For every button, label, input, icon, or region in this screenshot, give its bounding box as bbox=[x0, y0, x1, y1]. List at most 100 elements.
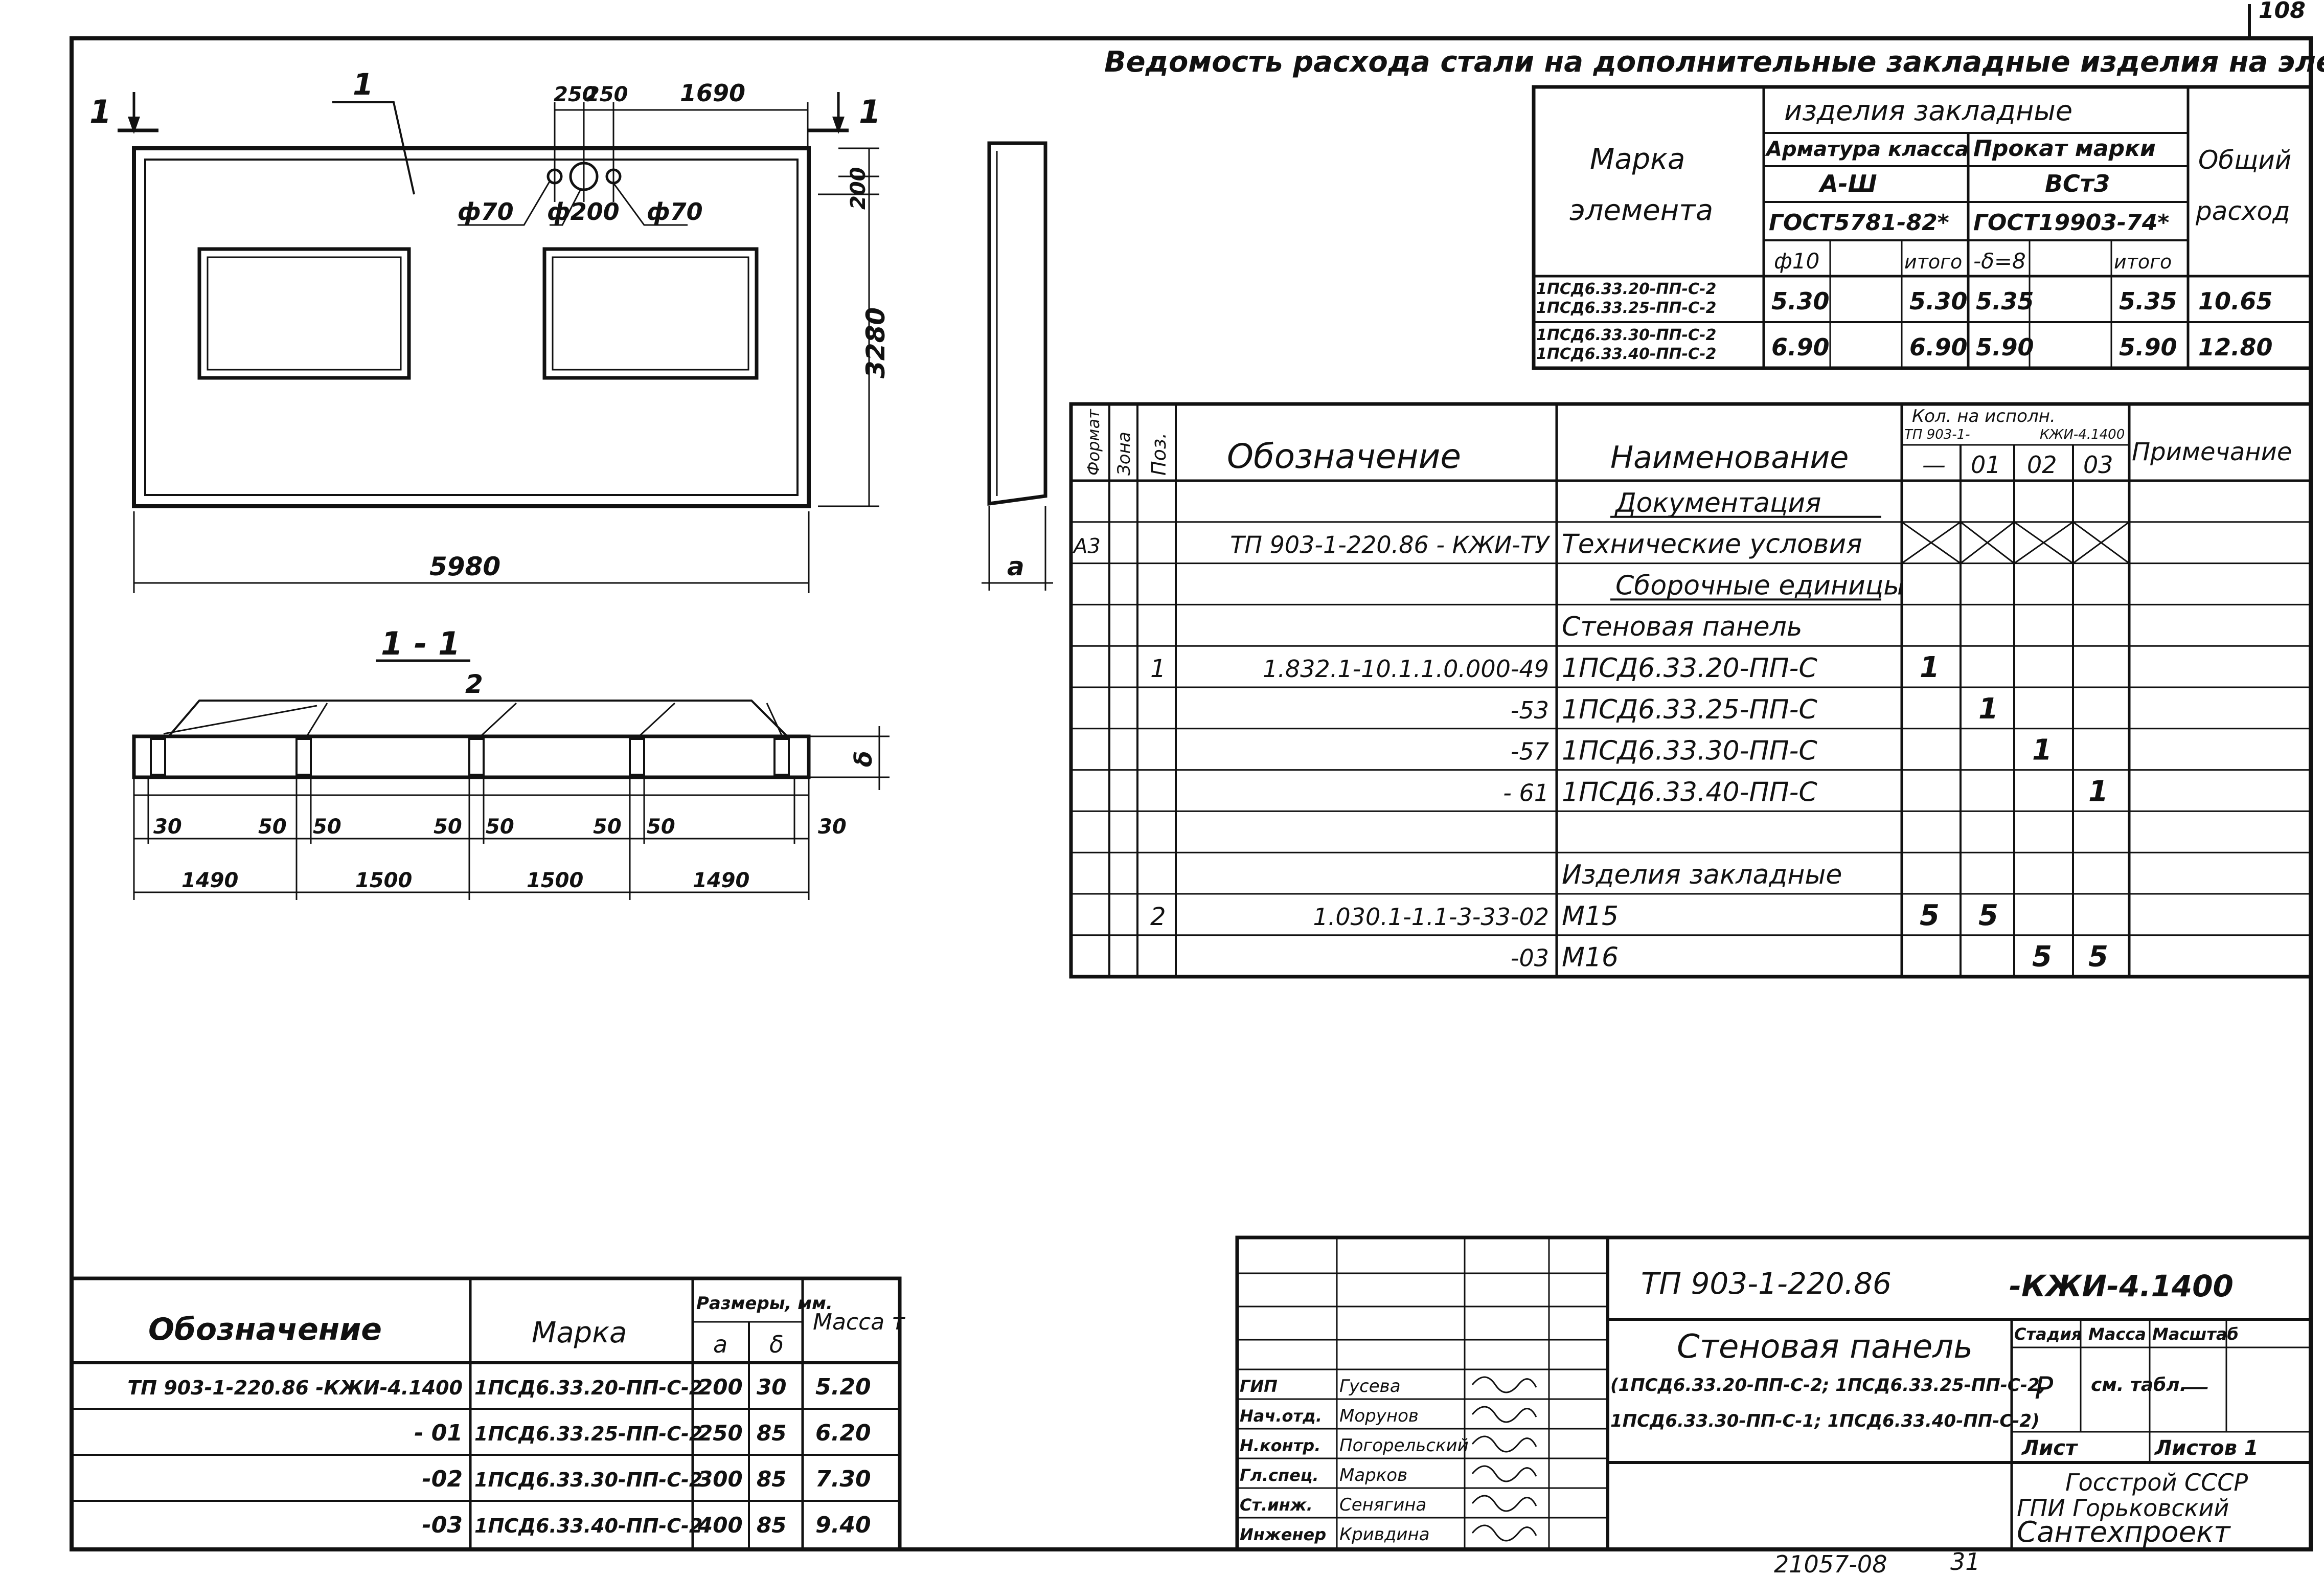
steel-row1-plate-total: 5.35 bbox=[2119, 287, 2177, 315]
steel-row2-mark-a: 1ПСД6.33.30-ПП-С-2 bbox=[1536, 326, 1716, 344]
spec-row-name: 1ПСД6.33.30-ПП-С bbox=[1562, 736, 1817, 767]
steel-rebar-class: А-Ш bbox=[1818, 170, 1877, 197]
staff-name: Сенягина bbox=[1339, 1495, 1426, 1515]
footer-code: 21057-08 bbox=[1774, 1550, 1887, 1576]
spec-header-qty-right: КЖИ-4.1400 bbox=[2040, 427, 2125, 442]
title-doc-number: ТП 903-1-220.86 bbox=[1641, 1266, 1892, 1301]
panel-side-view: а bbox=[982, 141, 1053, 591]
variants-header-mark: Марка bbox=[532, 1316, 627, 1349]
title-org-3: Сантехпроект bbox=[2017, 1516, 2231, 1549]
spec-header-zone: Зона bbox=[1114, 432, 1134, 476]
steel-mark-header-1: Марка bbox=[1590, 143, 1685, 176]
spec-header-pos: Поз. bbox=[1148, 433, 1170, 476]
steel-col-plate-total: итого bbox=[2114, 251, 2172, 273]
variant-mass: 9.40 bbox=[815, 1512, 871, 1538]
spec-cross-mark bbox=[2072, 521, 2130, 564]
staff-signature bbox=[1471, 1406, 1537, 1423]
bottom-dim-30-right: 30 bbox=[818, 815, 847, 839]
section-title: 1 - 1 bbox=[381, 625, 460, 662]
spec-cross-mark bbox=[1901, 521, 1961, 564]
steel-total-header-1: Общий bbox=[2198, 145, 2291, 175]
steel-row2-rebar-total: 6.90 bbox=[1909, 333, 1968, 361]
steel-col-delta: -δ=8 bbox=[1973, 249, 2026, 274]
spec-row-name: Технические условия bbox=[1562, 529, 1862, 560]
variant-d: 85 bbox=[757, 1421, 786, 1446]
hole-label-200: ф200 bbox=[547, 198, 620, 226]
staff-signature bbox=[1471, 1435, 1537, 1453]
steel-row2-phi10: 6.90 bbox=[1771, 333, 1830, 361]
steel-row1-rebar-total: 5.30 bbox=[1909, 287, 1968, 315]
title-mass: см. табл. bbox=[2091, 1375, 2186, 1395]
bottom-dim-30-left: 30 bbox=[153, 815, 182, 839]
variant-a: 300 bbox=[698, 1467, 743, 1492]
steel-consumption-table bbox=[1532, 85, 2313, 370]
spec-row-designation: 1.030.1-1.1-3-33-02 bbox=[1313, 903, 1549, 931]
variant-d: 85 bbox=[757, 1467, 786, 1492]
spec-header-col-02: 02 bbox=[2027, 451, 2057, 479]
hole-label-70b: ф70 bbox=[647, 198, 703, 226]
spec-row-name: Изделия закладные bbox=[1562, 860, 1842, 890]
staff-role: Нач.отд. bbox=[1240, 1406, 1322, 1426]
steel-total-header-2: расход bbox=[2195, 196, 2290, 226]
spec-row-designation: - 61 bbox=[1503, 779, 1549, 806]
dim-200-vertical: 200 bbox=[847, 167, 870, 210]
section-mark-left: 1 bbox=[89, 93, 111, 130]
window-opening-right bbox=[542, 247, 759, 380]
spec-row-designation: 1.832.1-10.1.1.0.000-49 bbox=[1263, 655, 1549, 683]
steel-row1-total: 10.65 bbox=[2198, 287, 2273, 315]
variant-designation: -03 bbox=[422, 1512, 463, 1538]
section-1-1: 1 - 1 2 δ 30 50 50 50 bbox=[132, 625, 890, 900]
side-dim-a: а bbox=[1007, 552, 1024, 581]
staff-signature bbox=[1471, 1376, 1537, 1393]
variant-mark: 1ПСД6.33.20-ПП-С-2 bbox=[474, 1377, 702, 1399]
bottom-span-3: 1500 bbox=[527, 869, 583, 892]
steel-rebar-gost: ГОСТ5781-82* bbox=[1769, 210, 1949, 236]
staff-signature bbox=[1471, 1465, 1537, 1482]
title-h-scale: Масштаб bbox=[2152, 1324, 2239, 1344]
steel-row2-total: 12.80 bbox=[2198, 333, 2273, 361]
bottom-dim-50-6: 50 bbox=[647, 815, 675, 839]
staff-signature bbox=[1471, 1524, 1537, 1542]
spec-row-designation: ТП 903-1-220.86 - КЖИ-ТУ bbox=[1230, 531, 1551, 559]
title-sheets: Листов 1 bbox=[2154, 1436, 2259, 1460]
steel-row2-plate-total: 5.90 bbox=[2119, 333, 2177, 361]
steel-row1-mark-b: 1ПСД6.33.25-ПП-С-2 bbox=[1536, 299, 1716, 317]
corner-mark: 108 bbox=[2259, 0, 2306, 24]
hole-label-70a: ф70 bbox=[458, 198, 514, 226]
variant-d: 30 bbox=[757, 1375, 786, 1400]
title-org-2: ГПИ Горьковский bbox=[2017, 1494, 2229, 1522]
steel-row1-mark-a: 1ПСД6.33.20-ПП-С-2 bbox=[1536, 280, 1716, 298]
title-scale: — bbox=[2180, 1370, 2209, 1403]
staff-name: Гусева bbox=[1339, 1376, 1401, 1397]
variant-designation: - 01 bbox=[414, 1420, 463, 1446]
variant-mass: 7.30 bbox=[815, 1466, 871, 1492]
variant-mass: 5.20 bbox=[815, 1374, 871, 1400]
spec-header-format: Формат bbox=[1084, 409, 1103, 476]
spec-row-designation: -03 bbox=[1511, 944, 1549, 972]
spec-row-pos: 1 bbox=[1150, 655, 1166, 683]
spec-header-note: Примечание bbox=[2132, 438, 2292, 466]
bottom-span-2: 1500 bbox=[355, 869, 412, 892]
window-opening-left bbox=[197, 247, 411, 380]
spec-header-col-01: 01 bbox=[1971, 451, 2001, 479]
bottom-dim-50-5: 50 bbox=[593, 815, 622, 839]
variant-d: 85 bbox=[757, 1513, 786, 1538]
variants-header-d: δ bbox=[769, 1331, 784, 1358]
spec-row-qty: 1 bbox=[2088, 775, 2108, 808]
spec-row-name: Стеновая панель bbox=[1562, 612, 1802, 642]
spec-row-designation: -53 bbox=[1511, 696, 1549, 724]
staff-name: Морунов bbox=[1339, 1406, 1419, 1426]
title-main: Стеновая панель bbox=[1677, 1328, 1973, 1366]
spec-row-qty: 1 bbox=[1978, 692, 1998, 726]
staff-role: ГИП bbox=[1240, 1377, 1278, 1396]
variants-header-mass: Масса т bbox=[813, 1309, 905, 1335]
steel-col-phi10: ф10 bbox=[1774, 249, 1819, 274]
dim-250-a: 250 bbox=[554, 83, 597, 106]
title-h-mass: Масса bbox=[2088, 1324, 2146, 1344]
title-sheet: Лист bbox=[2021, 1436, 2079, 1460]
spec-row-qty: 5 bbox=[1978, 899, 1998, 932]
